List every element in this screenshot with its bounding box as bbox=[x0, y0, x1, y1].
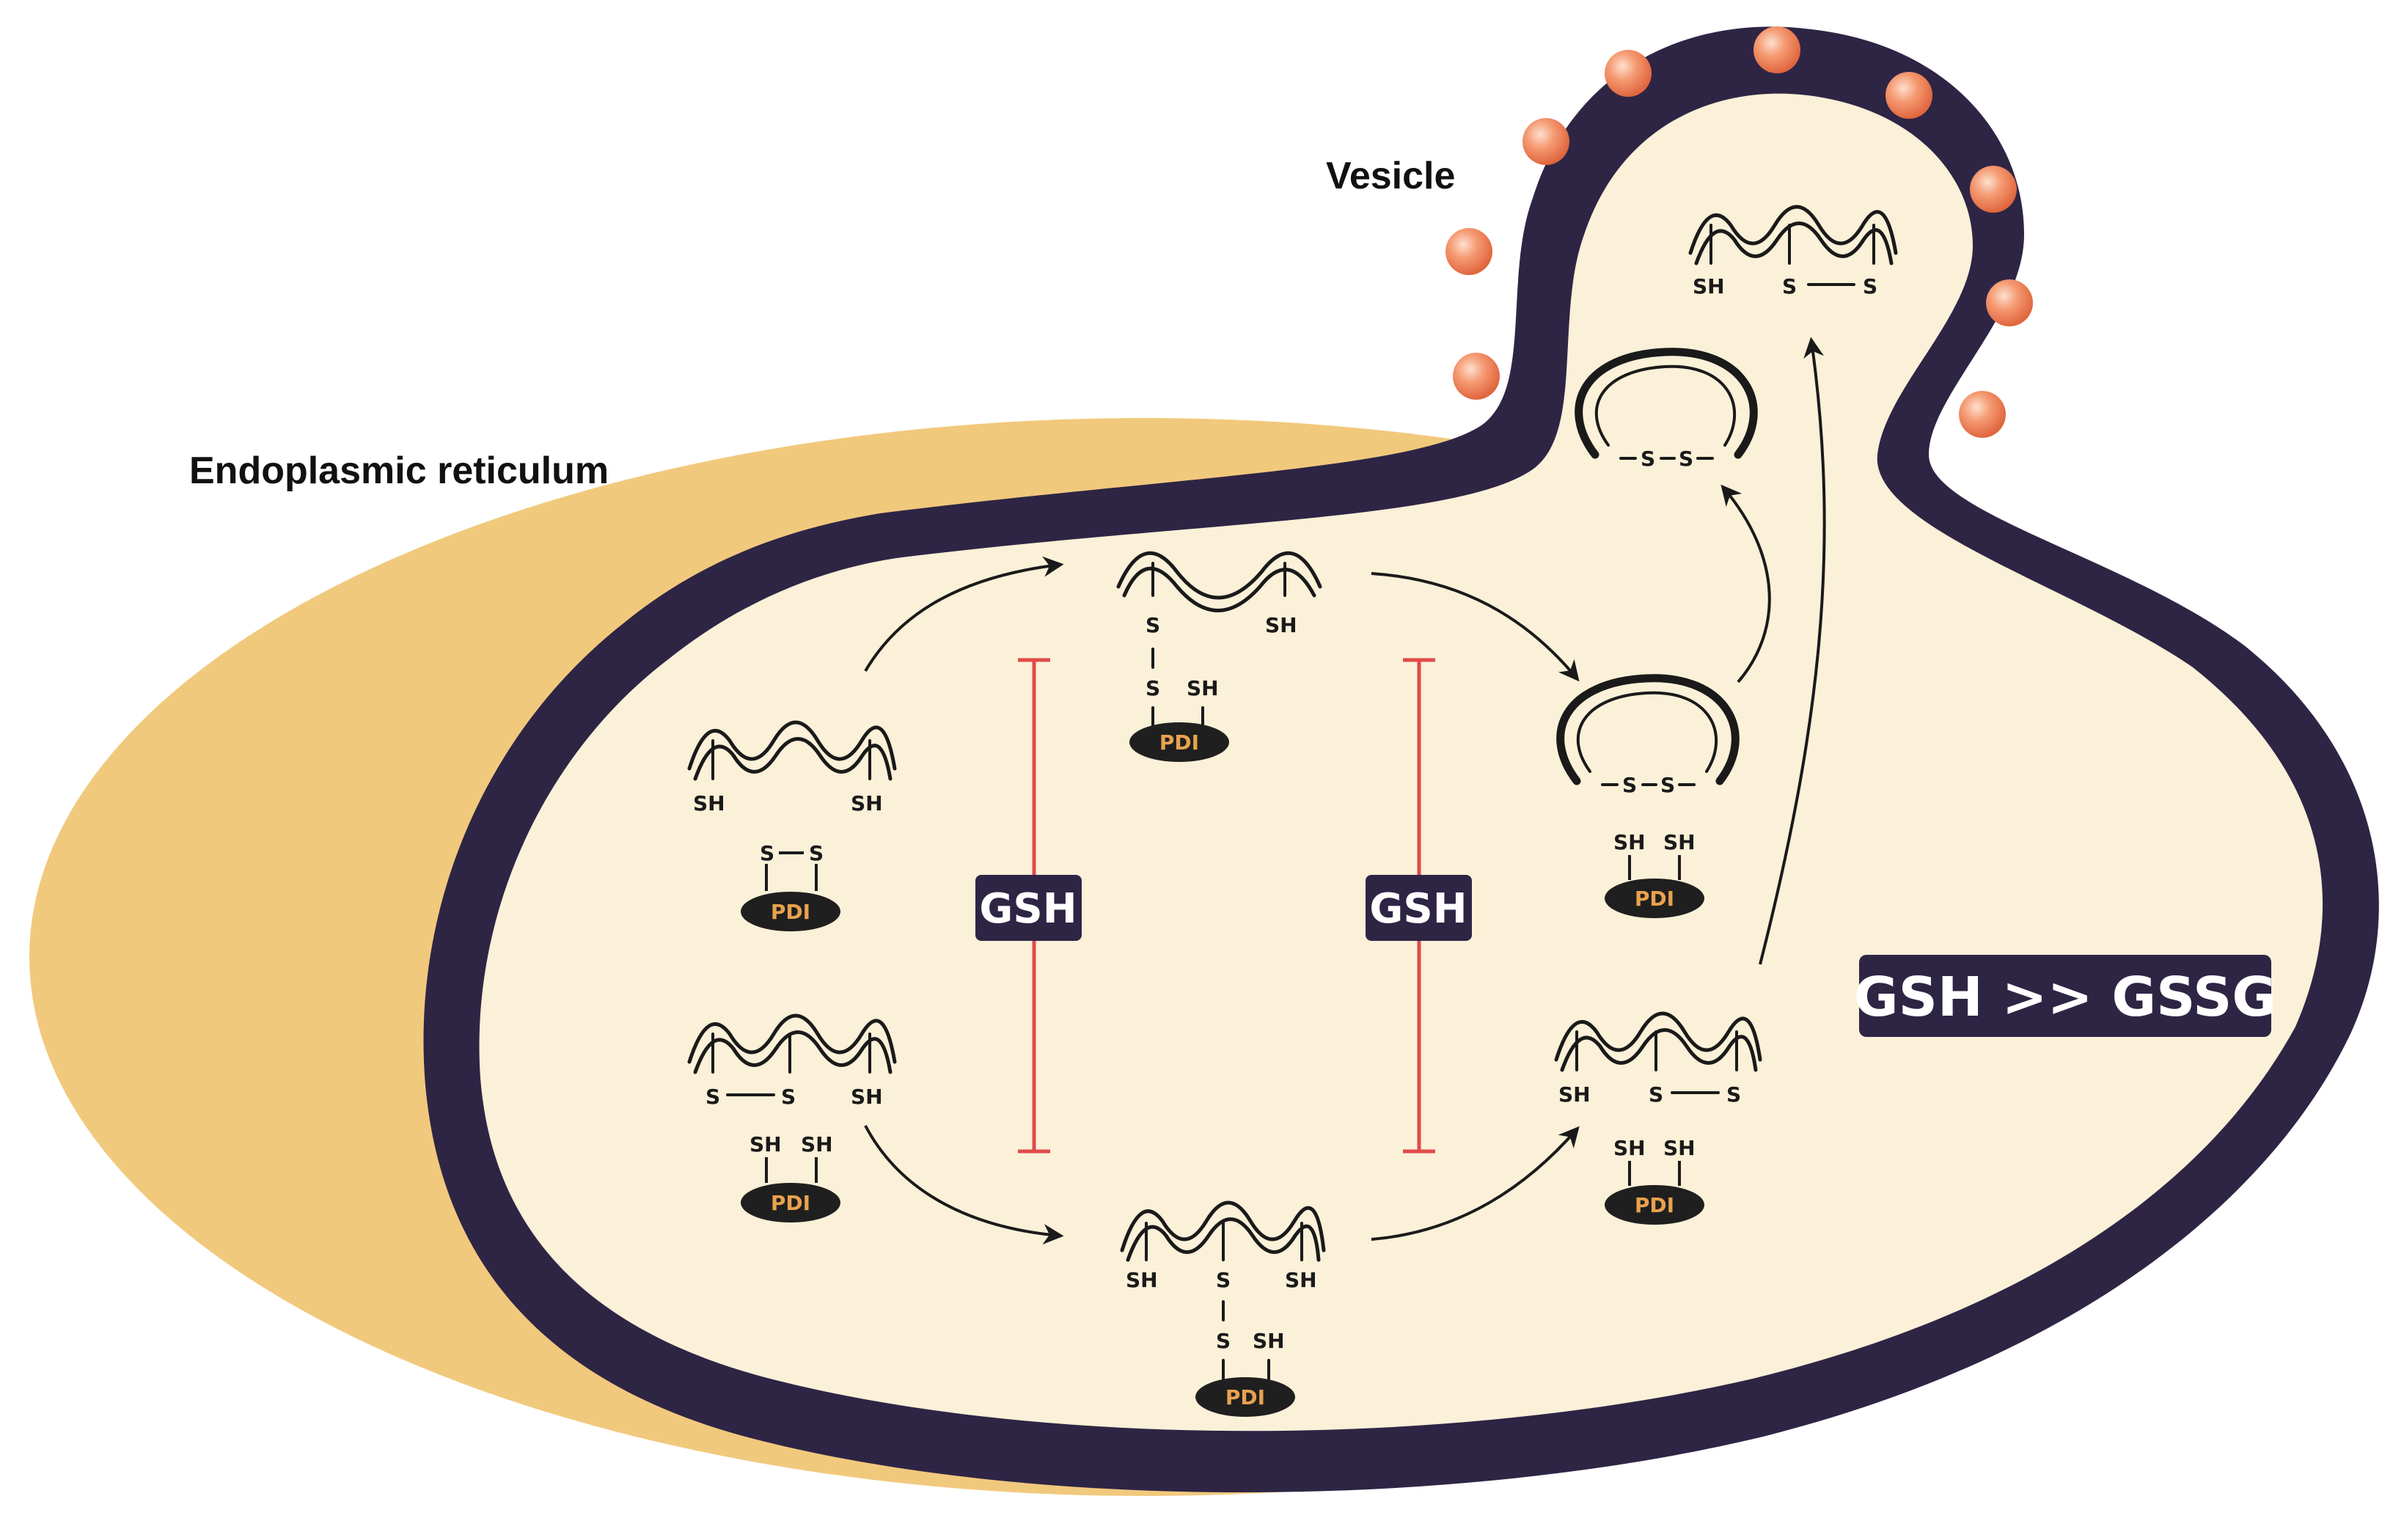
pdi-body bbox=[741, 1183, 840, 1222]
coat-particle bbox=[1453, 353, 1500, 400]
s-label: S bbox=[1641, 447, 1655, 471]
pdi-label: PDI bbox=[1635, 887, 1674, 911]
pdi-body bbox=[1605, 879, 1704, 918]
s-label: S bbox=[1216, 1268, 1231, 1292]
coat-particle bbox=[1886, 72, 1932, 119]
arrow-to-vesicle bbox=[1759, 337, 1826, 965]
sh-label: SH bbox=[801, 1132, 833, 1156]
sh-label: SH bbox=[1613, 1136, 1646, 1160]
gsh-badge-right bbox=[1366, 875, 1472, 941]
coat-particle bbox=[1522, 118, 1569, 165]
sh-label: SH bbox=[1285, 1268, 1317, 1292]
s-label: S bbox=[1863, 274, 1877, 298]
s-label: S bbox=[706, 1085, 720, 1109]
sh-label: SH bbox=[1253, 1329, 1285, 1353]
gsh-label-left: GSH bbox=[979, 885, 1077, 933]
pdi-body bbox=[741, 892, 840, 931]
pdi-body bbox=[1605, 1185, 1704, 1225]
s-label: S bbox=[1726, 1082, 1741, 1107]
pdi-reduced-right-bottom: SH SH PDI bbox=[1605, 1136, 1704, 1225]
sh-label: SH bbox=[851, 1085, 883, 1109]
protein-in-vesicle bbox=[1688, 205, 1898, 286]
s-label: S bbox=[760, 841, 774, 865]
pdi-label: PDI bbox=[1225, 1385, 1265, 1409]
pdi-label: PDI bbox=[771, 1191, 810, 1215]
pdi-label: PDI bbox=[771, 900, 810, 924]
sh-label: SH bbox=[851, 791, 883, 815]
sh-label: SH bbox=[1613, 830, 1646, 854]
pdi-body bbox=[1195, 1377, 1295, 1417]
vesicle-label: Vesicle bbox=[1326, 155, 1455, 197]
coat-particle bbox=[1959, 391, 2006, 438]
coat-particle bbox=[1445, 228, 1492, 275]
pdi-reduced-right-top: SH SH PDI bbox=[1605, 830, 1704, 918]
pdi-oxidized-left: S S PDI bbox=[741, 841, 840, 931]
sh-label: SH bbox=[1558, 1082, 1591, 1107]
arrow-top-left bbox=[864, 556, 1064, 672]
protein-pdi-complex-bottom bbox=[1120, 1200, 1326, 1380]
sh-label: SH bbox=[1663, 1136, 1696, 1160]
s-label: S bbox=[1660, 773, 1675, 797]
arrow-bottom-left bbox=[864, 1125, 1064, 1244]
s-label: S bbox=[1679, 447, 1693, 471]
coat-particle bbox=[1986, 279, 2033, 326]
er-lumen bbox=[479, 93, 2323, 1431]
ratio-label: GSH >> GSSG bbox=[1854, 966, 2276, 1029]
sh-label: SH bbox=[1265, 613, 1297, 637]
er-label: Endoplasmic reticulum bbox=[189, 450, 609, 492]
s-label: S bbox=[1146, 676, 1160, 700]
ratio-badge bbox=[1859, 955, 2271, 1037]
gsh-label-right: GSH bbox=[1369, 885, 1467, 933]
pdi-label: PDI bbox=[1159, 730, 1199, 755]
protein-folded-right bbox=[1556, 674, 1740, 786]
s-label: S bbox=[1782, 274, 1797, 298]
arrow-bottom-right bbox=[1371, 1126, 1580, 1241]
protein-pdi-complex-top bbox=[1116, 551, 1322, 727]
sh-label: SH bbox=[1187, 676, 1219, 700]
sh-label: SH bbox=[693, 791, 725, 815]
s-label: S bbox=[1622, 773, 1637, 797]
pdi-reduced-left: SH SH PDI bbox=[741, 1132, 840, 1222]
arrow-folded-up bbox=[1720, 484, 1771, 683]
sh-label: SH bbox=[1693, 274, 1725, 298]
coat-particle bbox=[1970, 166, 2017, 213]
pdi-label: PDI bbox=[1635, 1193, 1674, 1217]
s-label: S bbox=[809, 841, 824, 865]
s-label: S bbox=[1146, 613, 1160, 637]
s-label: S bbox=[1216, 1329, 1231, 1353]
reaction-arrows bbox=[864, 337, 1826, 1244]
protein-unfolded-left-top bbox=[687, 720, 897, 781]
sh-label: SH bbox=[750, 1132, 782, 1156]
protein-partial-left-bottom bbox=[687, 1013, 897, 1096]
pdi-body bbox=[1129, 722, 1229, 762]
protein-partial-right-bottom bbox=[1554, 1011, 1762, 1094]
vesicle-coat bbox=[1445, 26, 2033, 438]
sh-label: SH bbox=[1126, 1268, 1158, 1292]
gsh-badge-left bbox=[975, 875, 1082, 941]
sh-label: SH bbox=[1663, 830, 1696, 854]
coat-particle bbox=[1753, 26, 1800, 73]
s-label: S bbox=[1649, 1082, 1663, 1107]
protein-folded-upper bbox=[1575, 348, 1758, 460]
s-label: S bbox=[781, 1085, 796, 1109]
coat-particle bbox=[1605, 50, 1652, 97]
arrow-top-right bbox=[1371, 572, 1580, 682]
